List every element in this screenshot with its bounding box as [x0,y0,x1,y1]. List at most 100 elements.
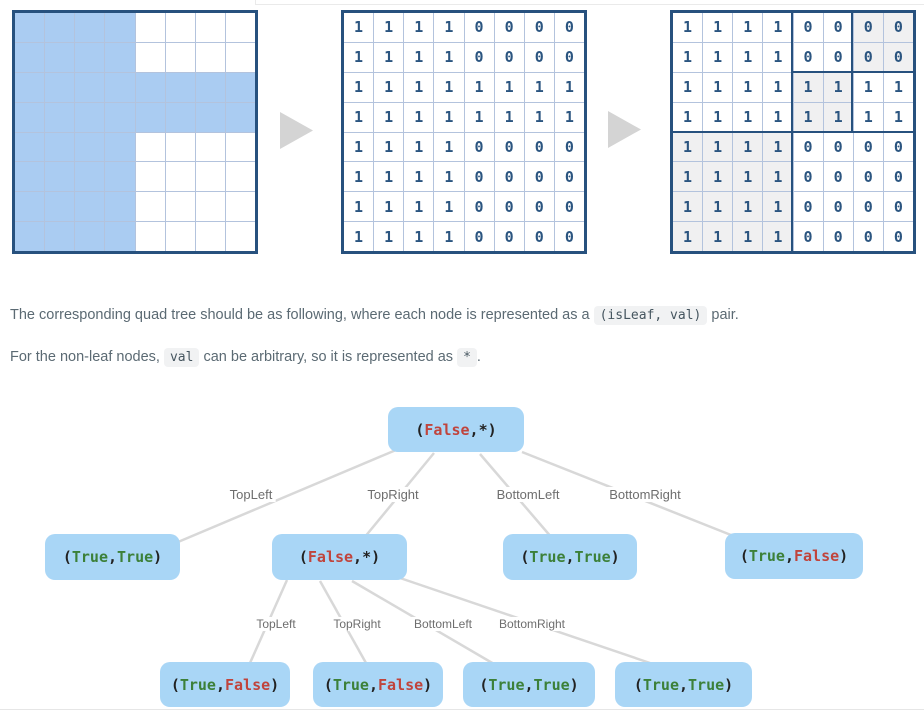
grid-cell: 0 [883,192,913,222]
grid-cell [225,192,255,222]
grid-cell [165,132,195,162]
grid-cell: 1 [763,42,793,72]
grid-cell: 1 [434,102,464,132]
grid-cell: 1 [703,42,733,72]
grid-cell [105,72,135,102]
grid-cell [225,162,255,192]
paragraph-text: For the non-leaf nodes, [10,349,164,365]
grid-cell: 0 [524,222,554,251]
grid-cell: 1 [703,222,733,251]
grid-cell: 0 [823,192,853,222]
quad-partition-line [792,71,913,73]
grid-cell: 0 [494,13,524,42]
grid-cell [75,222,105,251]
grid-cell: 1 [404,102,434,132]
node-value: False [307,548,354,566]
grid-cell: 0 [494,162,524,192]
pixel-grid-image [12,10,258,254]
grid-cell: 1 [703,72,733,102]
edge-label: TopLeft [226,487,276,502]
grid-cell: 1 [374,72,404,102]
grid-cell: 1 [673,192,703,222]
grid-cell: 1 [344,102,374,132]
grid-cell: 0 [524,162,554,192]
grid-cell: 1 [344,132,374,162]
grid-cell: 0 [554,132,584,162]
grid-cell [15,132,45,162]
grid-cell [75,42,105,72]
grid-cell: 0 [823,42,853,72]
grid-cell [135,162,165,192]
grid-cell: 1 [434,162,464,192]
grid-cell [165,222,195,251]
grid-cell [225,132,255,162]
grid-cell: 1 [703,13,733,42]
grid-cell [105,13,135,42]
grid-cell: 1 [344,13,374,42]
grid-cell [15,42,45,72]
grid-cell [45,162,75,192]
grid-cell [135,42,165,72]
tree-node-bottomright: (True, False) [725,533,863,579]
edge-label: TopLeft [253,617,299,631]
grid-cell: 1 [434,222,464,251]
grid-cell: 1 [733,132,763,162]
tree-node-topright-topright: (True, False) [313,662,443,707]
grid-cell: 1 [374,192,404,222]
grid-cell: 1 [464,72,494,102]
grid-cell: 1 [494,102,524,132]
node-value: True [688,675,725,694]
grid-cell: 1 [673,13,703,42]
grid-cell: 0 [793,222,823,251]
grid-cell [105,162,135,192]
grid-cell: 1 [673,102,703,132]
grid-cell: 0 [554,222,584,251]
grid-cell [165,102,195,132]
node-value: True [574,548,611,566]
grid-cell: 0 [524,42,554,72]
grid-cell: 0 [793,162,823,192]
grid-cell: 1 [434,72,464,102]
grid-cell [195,13,225,42]
grid-cell [165,192,195,222]
grid-cell: 1 [374,132,404,162]
grid-cell: 0 [853,222,883,251]
grid-cell: 1 [374,102,404,132]
paragraph-text: can be arbitrary, so it is represented a… [199,349,458,365]
grid-cell: 1 [763,222,793,251]
grid-cell: 1 [853,102,883,132]
grid-cell [15,192,45,222]
grid-cell: 1 [733,72,763,102]
grid-cell: 1 [733,102,763,132]
grid-cell [105,102,135,132]
grid-cell: 1 [733,162,763,192]
grid-cell [45,102,75,132]
node-value: * [362,548,372,566]
grid-cell [105,192,135,222]
grid-cell: 0 [494,222,524,251]
grid-cell: 0 [793,132,823,162]
grid-cell [135,222,165,251]
grid-cell: 1 [434,132,464,162]
grid-cell: 0 [793,192,823,222]
grid-cell: 1 [374,42,404,72]
grid-cell: 1 [703,132,733,162]
paragraph-text: pair. [707,307,739,323]
grid-cell: 1 [703,162,733,192]
grid-cell: 1 [374,162,404,192]
grid-cell [195,42,225,72]
tree-node-topleft: (True, True) [45,534,180,580]
grid-cell [135,102,165,132]
grid-cell [75,132,105,162]
edge-label: TopRight [364,487,422,502]
paragraph-text: The corresponding quad tree should be as… [10,307,594,323]
grid-cell: 1 [344,162,374,192]
grid-cell: 0 [554,42,584,72]
edge-label: TopRight [330,617,384,631]
node-value: True [533,675,570,694]
grid-cell [75,102,105,132]
grid-cell: 0 [823,132,853,162]
grid-cell: 1 [883,72,913,102]
